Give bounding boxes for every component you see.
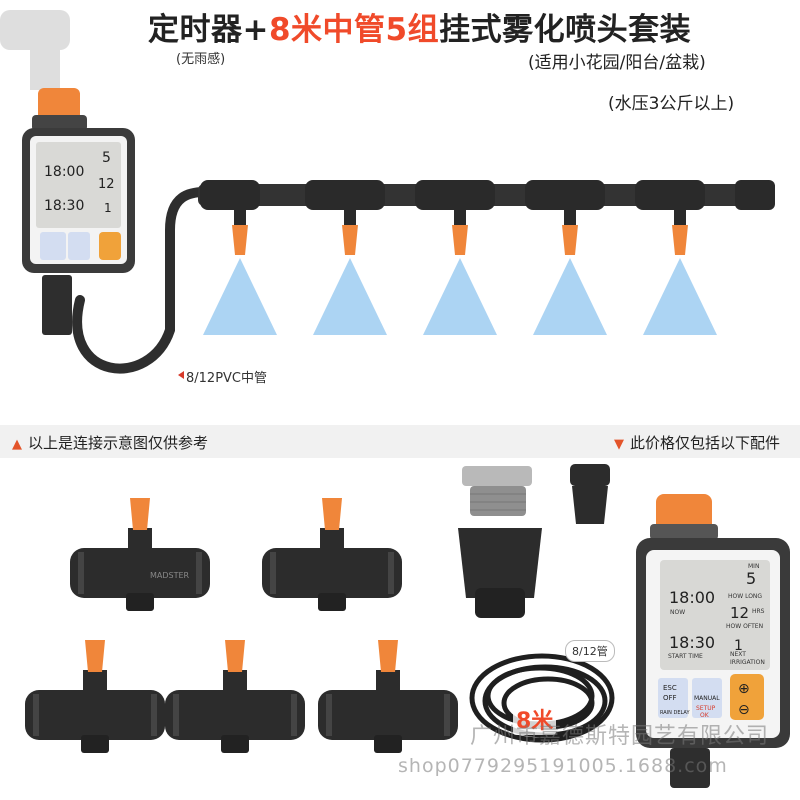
usage-note: (适用小花园/阳台/盆栽): [528, 53, 706, 73]
timer-now-time: 18:00: [669, 588, 715, 607]
band-left-note: ▲ 以上是连接示意图仅供参考: [12, 432, 208, 453]
timer-minus-icon: ⊖: [738, 702, 750, 718]
svg-text:18:30: 18:30: [44, 198, 84, 214]
svg-text:12: 12: [98, 177, 115, 192]
rain-note: (无雨感): [176, 52, 226, 67]
timer-rain-label: RAIN DELAY: [660, 710, 690, 716]
svg-text:1: 1: [104, 201, 112, 215]
tee-part: [25, 640, 165, 753]
timer-now-label: NOW: [670, 609, 685, 616]
timer-device-top: 18:00 18:30 5 12 1: [22, 88, 135, 335]
end-cap: [570, 464, 610, 524]
title-highlight: 8米中管5组: [268, 12, 440, 48]
faucet-silhouette: [0, 10, 70, 90]
timer-plus-icon: ⊕: [738, 681, 750, 697]
title-part1: 定时器+: [148, 12, 269, 48]
title-part2: 挂式雾化喷头套装: [439, 12, 692, 48]
timer-start-time: 18:30: [669, 633, 715, 652]
timer-hrs-label: HRS: [752, 608, 765, 615]
info-band: [0, 425, 800, 458]
timer-off-label: OFF: [663, 694, 677, 702]
tee-part: [70, 498, 210, 611]
main-tube: [72, 187, 210, 374]
tee-part: [318, 640, 458, 753]
pipe-label: 8/12PVC中管: [186, 371, 268, 386]
triangle-up-icon: ▲: [12, 437, 22, 452]
timer-howlong-label: HOW LONG: [728, 593, 762, 600]
svg-text:18:00: 18:00: [44, 164, 84, 180]
band-right-text: 此价格仅包括以下配件: [629, 434, 780, 452]
connection-diagram: 18:00 18:30 5 12 1: [0, 10, 775, 379]
timer-ok-label: OK: [700, 712, 710, 719]
tee-part: [262, 498, 402, 611]
timer-device-large: [636, 494, 790, 788]
thread-adapter: [462, 466, 532, 516]
band-left-text: 以上是连接示意图仅供参考: [28, 434, 209, 452]
timer-hrs2-value: 1: [734, 638, 743, 654]
tube-length: 8米: [513, 703, 557, 735]
timer-start-label: START TIME: [668, 653, 703, 660]
timer-esc-label: ESC: [663, 684, 677, 692]
band-right-note: ▼ 此价格仅包括以下配件: [614, 432, 780, 453]
mist-cones: [203, 258, 717, 335]
timer-manual-label: MANUAL: [694, 695, 720, 702]
timer-hrs-value: 12: [730, 604, 749, 622]
tee-part: [165, 640, 305, 753]
tube-label: 8/12管: [565, 640, 615, 662]
pressure-note: (水压3公斤以上): [608, 94, 735, 114]
page-title: 定时器+8米中管5组挂式雾化喷头套装: [148, 4, 691, 49]
watermark-company: 广州市嘉德斯特园艺有限公司: [470, 724, 770, 749]
parts-illustration: MADSTER 18:00 18:30 5 12 1 MIN: [25, 464, 790, 788]
triangle-down-icon: ▼: [613, 437, 624, 452]
tee-brand-text: MADSTER: [150, 571, 190, 580]
hose-connector: [458, 528, 542, 618]
timer-setup-label: SETUP: [696, 705, 716, 712]
timer-next-label: NEXT: [730, 651, 746, 658]
timer-min-value: 5: [746, 569, 756, 588]
timer-min-label: MIN: [748, 563, 759, 570]
timer-howoften-label: HOW OFTEN: [726, 623, 763, 630]
tee-chain: [198, 180, 775, 255]
watermark-url: shop0779295191005.1688.com: [398, 755, 728, 777]
timer-irrigation-label: IRRIGATION: [730, 659, 765, 666]
svg-text:5: 5: [102, 150, 111, 166]
